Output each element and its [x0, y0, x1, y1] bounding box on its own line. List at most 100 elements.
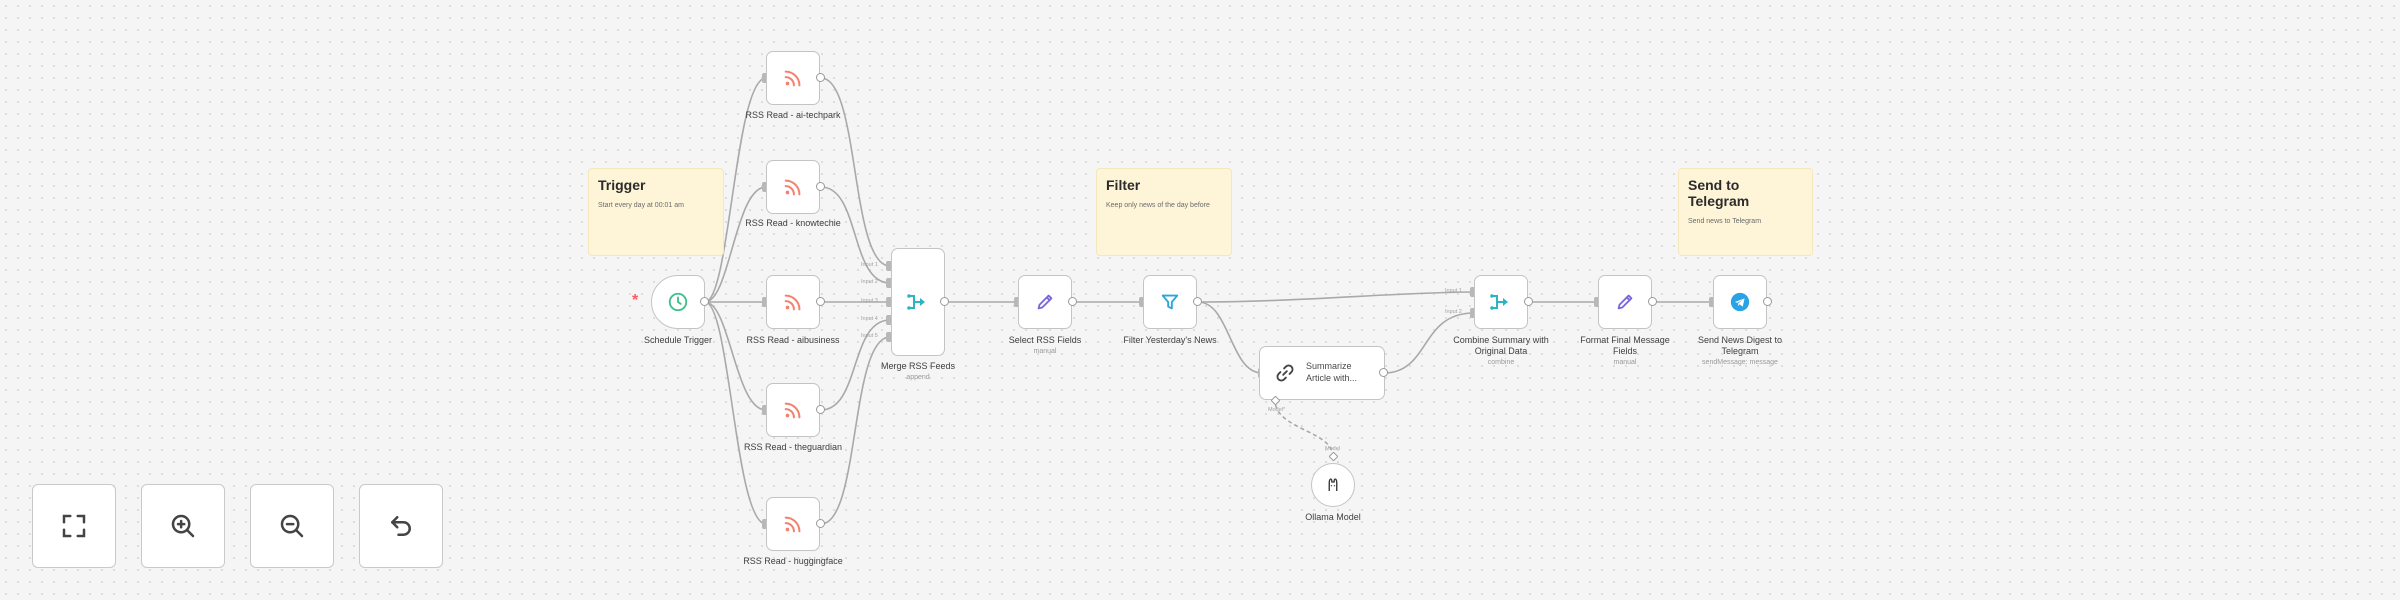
edge-ollama-summarize	[1274, 399, 1334, 458]
zoom-out-button[interactable]	[250, 484, 334, 568]
input-handle[interactable]	[762, 182, 768, 192]
input-handle[interactable]	[1594, 297, 1600, 307]
clock-icon	[668, 292, 688, 312]
combine-port-label: Input 2	[1445, 309, 1462, 315]
output-handle[interactable]	[816, 519, 825, 528]
model-port-label: Model*	[1268, 407, 1286, 413]
input-handle[interactable]	[886, 315, 892, 325]
undo-icon	[391, 516, 411, 536]
sticky-note-telegram[interactable]: Send to Telegram Send news to Telegram	[1678, 168, 1813, 256]
input-handle[interactable]	[1470, 287, 1476, 297]
node-filter-yesterdays-news[interactable]	[1143, 275, 1197, 329]
rss-icon	[784, 70, 801, 87]
merge-port-label: Input 1	[861, 262, 878, 268]
sticky-note-title: Filter	[1106, 177, 1141, 193]
output-handle[interactable]	[816, 405, 825, 414]
input-handle[interactable]	[886, 261, 892, 271]
input-handle[interactable]	[1139, 297, 1145, 307]
node-merge-rss-feeds[interactable]	[891, 248, 945, 356]
node-summarize-article[interactable]: Summarize Article with...	[1259, 346, 1385, 400]
zoom-in-button[interactable]	[141, 484, 225, 568]
sticky-note-body: Keep only news of the day before	[1106, 202, 1210, 209]
node-subtitle: manual	[1033, 348, 1057, 355]
edge-trigger-rss5	[704, 301, 767, 525]
node-label: RSS Read - knowtechie	[745, 218, 841, 228]
node-rss-read-theguardian[interactable]	[766, 383, 820, 437]
trigger-indicator-icon: *	[632, 292, 639, 309]
input-handle[interactable]	[886, 332, 892, 342]
node-label: Combine Summary with Original Data	[1453, 335, 1549, 356]
output-handle[interactable]	[816, 73, 825, 82]
node-send-telegram[interactable]	[1713, 275, 1767, 329]
merge-port-label: Input 5	[861, 333, 878, 339]
node-label: Select RSS Fields	[1008, 335, 1082, 345]
pencil-icon	[1617, 294, 1633, 310]
node-label: Merge RSS Feeds	[880, 361, 956, 371]
zoom-in-icon	[171, 514, 195, 538]
combine-port-label: Input 1	[1445, 288, 1462, 294]
node-label: Filter Yesterday's News	[1123, 335, 1217, 345]
output-handle[interactable]	[816, 182, 825, 191]
input-handle[interactable]	[1470, 308, 1476, 318]
node-rss-read-ai-techpark[interactable]	[766, 51, 820, 105]
edge-filter-summarize	[1197, 301, 1263, 374]
node-combine-summary[interactable]	[1474, 275, 1528, 329]
node-rss-read-aibusiness[interactable]	[766, 275, 820, 329]
output-handle[interactable]	[700, 297, 709, 306]
output-handle[interactable]	[1648, 297, 1657, 306]
merge-port-label: Input 2	[861, 279, 878, 285]
output-handle[interactable]	[1379, 368, 1388, 377]
node-subtitle: sendMessage: message	[1702, 359, 1778, 366]
output-handle[interactable]	[1524, 297, 1533, 306]
rss-icon	[784, 179, 801, 196]
input-handle[interactable]	[1014, 297, 1020, 307]
output-handle[interactable]	[1068, 297, 1077, 306]
node-select-rss-fields[interactable]	[1018, 275, 1072, 329]
node-label: RSS Read - huggingface	[743, 556, 843, 566]
edge-trigger-rss1	[704, 77, 767, 303]
ollama-icon	[1328, 478, 1338, 491]
sticky-note-trigger[interactable]: Trigger Start every day at 00:01 am	[588, 168, 724, 256]
edge-rss5-merge	[820, 336, 891, 525]
output-handle[interactable]	[1763, 297, 1772, 306]
merge-port-label: Input 4	[861, 316, 878, 322]
fit-view-icon	[62, 514, 86, 538]
edge-rss4-merge	[820, 319, 891, 411]
fit-view-button[interactable]	[32, 484, 116, 568]
node-label: Send News Digest to Telegram	[1697, 335, 1783, 356]
input-handle[interactable]	[886, 278, 892, 288]
input-handle[interactable]	[762, 297, 768, 307]
node-label: Ollama Model	[1305, 512, 1361, 522]
sticky-note-filter[interactable]: Filter Keep only news of the day before	[1096, 168, 1232, 256]
input-handle[interactable]	[1709, 297, 1715, 307]
output-handle[interactable]	[1193, 297, 1202, 306]
zoom-out-icon	[280, 514, 304, 538]
pencil-icon	[1037, 294, 1053, 310]
sticky-note-body: Send news to Telegram	[1688, 218, 1762, 225]
output-handle[interactable]	[816, 297, 825, 306]
node-ollama-model[interactable]	[1311, 463, 1355, 507]
edge-rss2-merge	[820, 186, 891, 284]
node-rss-read-huggingface[interactable]	[766, 497, 820, 551]
sticky-note-title: Trigger	[598, 177, 646, 193]
input-handle[interactable]	[762, 73, 768, 83]
merge-port-label: Input 3	[861, 298, 878, 304]
edge-summarize-combine	[1383, 312, 1475, 374]
node-label: Schedule Trigger	[643, 335, 713, 345]
input-handle[interactable]	[762, 405, 768, 415]
node-format-final-message[interactable]	[1598, 275, 1652, 329]
input-handle[interactable]	[762, 519, 768, 529]
reset-zoom-button[interactable]	[359, 484, 443, 568]
rss-icon	[784, 294, 801, 311]
merge-icon	[907, 294, 925, 310]
node-subtitle: append	[906, 374, 930, 381]
node-label: RSS Read - ai-techpark	[745, 110, 841, 120]
merge-icon	[1490, 294, 1508, 310]
node-rss-read-knowtechie[interactable]	[766, 160, 820, 214]
output-handle[interactable]	[940, 297, 949, 306]
model-port-label: Model	[1325, 446, 1340, 452]
input-handle[interactable]	[886, 297, 892, 307]
node-schedule-trigger[interactable]	[651, 275, 705, 329]
edge-trigger-rss4	[704, 301, 767, 411]
